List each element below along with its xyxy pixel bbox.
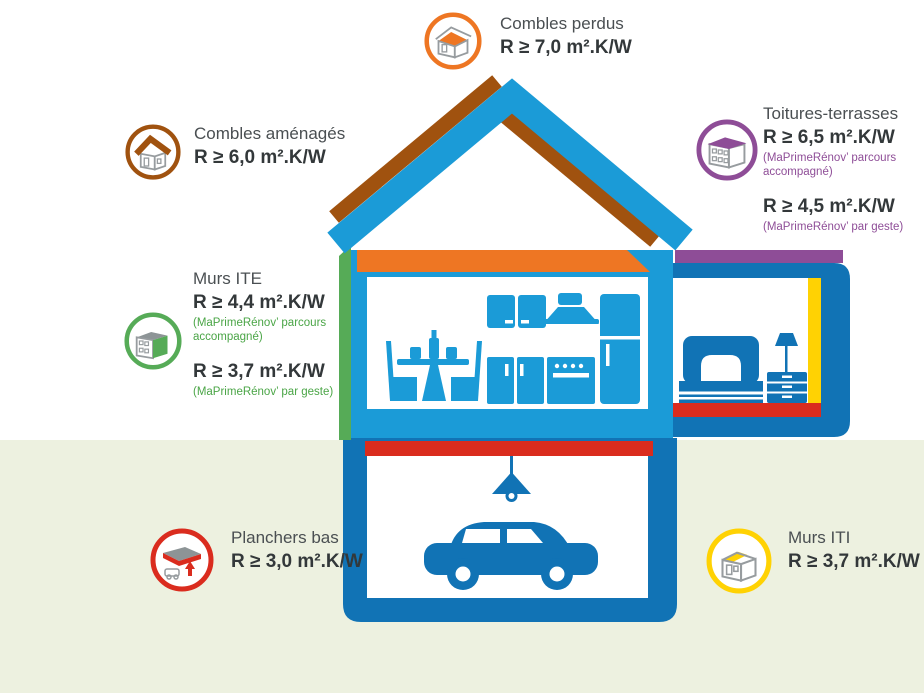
r-value: R ≥ 3,7 m².K/W xyxy=(788,551,920,573)
exterior-wall-insulation-band xyxy=(339,245,351,440)
car-icon xyxy=(424,522,598,590)
interior-wall-insulation-band xyxy=(808,278,821,403)
caption-parcours-accompagne: (MaPrimeRénov’ parcours accompagné) xyxy=(193,317,327,344)
bed-icon xyxy=(679,336,763,403)
attic-floor-insulation-band xyxy=(357,250,650,272)
r-value: R ≥ 7,0 m².K/W xyxy=(500,37,632,59)
callout-label: Murs ITE xyxy=(193,269,262,288)
caption-par-geste: (MaPrimeRénov’ par geste) xyxy=(763,220,904,233)
stove-icon xyxy=(547,357,595,404)
callout-murs-ite: Murs ITE R ≥ 4,4 m².K/W (MaPrimeRénov’ p… xyxy=(124,269,343,399)
callout-text: Combles perdus R ≥ 7,0 m².K/W xyxy=(500,12,632,60)
callout-label: Planchers bas xyxy=(231,528,339,547)
callout-text: Murs ITE R ≥ 4,4 m².K/W (MaPrimeRénov’ p… xyxy=(193,269,343,399)
table-lamp-icon xyxy=(775,333,798,372)
fridge-icon xyxy=(600,294,640,404)
callout-label: Combles aménagés xyxy=(194,124,346,143)
r-value-geste: R ≥ 4,5 m².K/W xyxy=(763,196,895,218)
r-value: R ≥ 6,0 m².K/W xyxy=(194,147,326,169)
callout-combles-amenages: Combles aménagés R ≥ 6,0 m².K/W xyxy=(125,124,345,180)
callout-label: Toitures-terrasses xyxy=(763,104,899,123)
caption-par-geste: (MaPrimeRénov’ par geste) xyxy=(193,385,334,398)
extension-bedroom xyxy=(673,250,850,437)
r-value-accompagne: R ≥ 6,5 m².K/W xyxy=(763,127,895,149)
converted-attic-house-icon xyxy=(125,124,181,180)
flat-roof-insulation-band xyxy=(675,250,843,263)
r-value-accompagne: R ≥ 4,4 m².K/W xyxy=(193,292,325,314)
callout-text: Murs ITI R ≥ 3,7 m².K/W xyxy=(788,528,920,574)
callout-combles-perdus: Combles perdus R ≥ 7,0 m².K/W xyxy=(424,12,632,70)
callout-label: Murs ITI xyxy=(788,528,851,547)
floor-slab-arrow-icon xyxy=(150,528,214,592)
extension-floor-insulation-band xyxy=(673,403,821,417)
callout-text: Planchers bas R ≥ 3,0 m².K/W xyxy=(231,528,363,574)
r-value: R ≥ 3,0 m².K/W xyxy=(231,551,363,573)
flat-roof-building-icon xyxy=(696,119,758,181)
nightstand-icon xyxy=(767,372,807,403)
callout-planchers-bas: Planchers bas R ≥ 3,0 m².K/W xyxy=(150,528,363,592)
callout-text: Toitures-terrasses R ≥ 6,5 m².K/W (MaPri… xyxy=(763,104,913,234)
caption-parcours-accompagne: (MaPrimeRénov’ parcours accompagné) xyxy=(763,152,897,179)
r-value-geste: R ≥ 3,7 m².K/W xyxy=(193,361,325,383)
callout-text: Combles aménagés R ≥ 6,0 m².K/W xyxy=(194,124,345,170)
lost-attic-house-icon xyxy=(424,12,482,70)
callout-toitures-terrasses: Toitures-terrasses R ≥ 6,5 m².K/W (MaPri… xyxy=(696,104,913,234)
roof-outline xyxy=(327,78,693,254)
callout-label: Combles perdus xyxy=(500,14,624,33)
garage xyxy=(343,438,677,622)
roof-interior-insulation-band xyxy=(500,110,660,247)
callout-murs-iti: Murs ITI R ≥ 3,7 m².K/W xyxy=(706,528,920,594)
interior-insulated-wall-house-icon xyxy=(706,528,772,594)
low-floor-insulation-band xyxy=(365,441,653,456)
pendant-lamp-icon xyxy=(492,456,531,502)
kitchen-cabinets-icon xyxy=(487,293,599,404)
roof-exterior-insulation-band xyxy=(329,75,502,223)
roof xyxy=(327,75,693,254)
exterior-insulated-wall-building-icon xyxy=(124,312,182,370)
dining-set-icon xyxy=(386,330,482,401)
main-floor-kitchen xyxy=(351,250,673,438)
